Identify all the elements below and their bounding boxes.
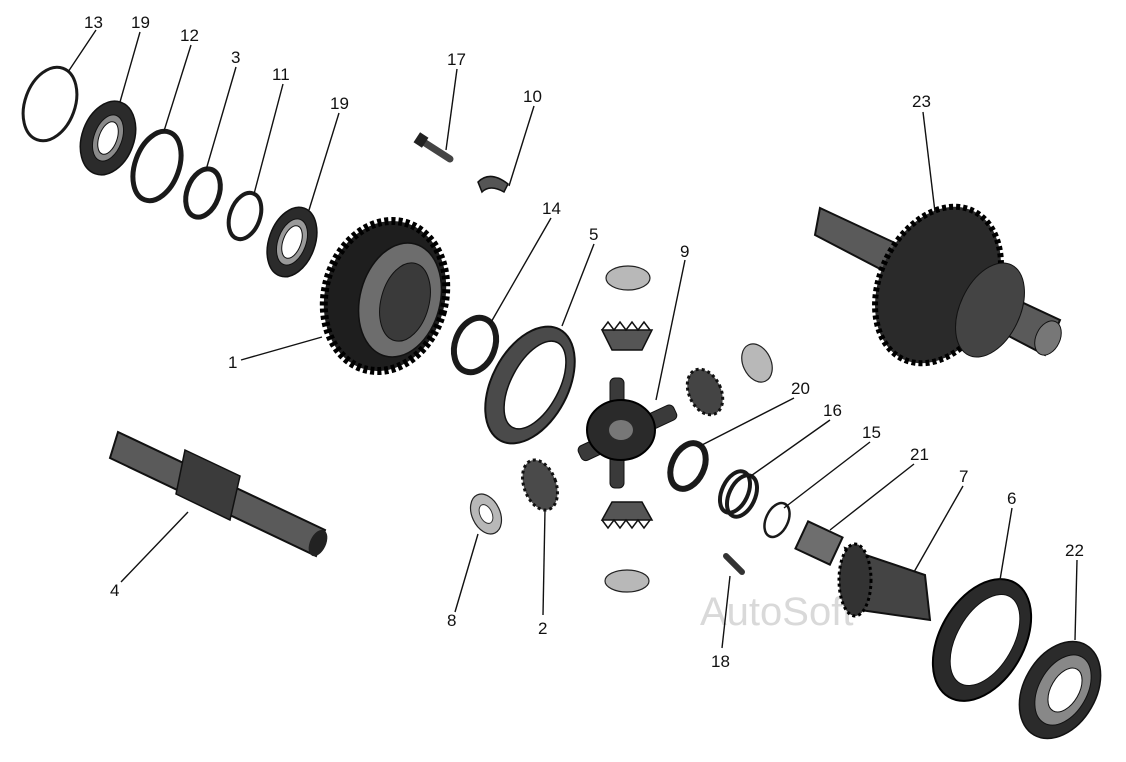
callout-8: 8: [447, 611, 456, 630]
pinion-gear-top: [600, 320, 654, 351]
callout-18: 18: [711, 652, 730, 671]
part-19-bearing-left: [79, 100, 137, 176]
callout-2: 2: [538, 619, 547, 638]
washer-bottom: [604, 569, 650, 593]
callout-1: 1: [228, 353, 237, 372]
part-4-shaft: [108, 430, 328, 558]
callout-4: 4: [110, 581, 119, 600]
part-6-cage-ring: [931, 578, 1033, 702]
leader-lines: [67, 29, 1078, 649]
part-23-assembly: [813, 203, 1062, 367]
callout-20: 20: [791, 379, 810, 398]
part-10-lock-plate: [477, 175, 509, 194]
pinion-gear-bottom: [600, 501, 654, 530]
part-16-spring: [717, 469, 760, 519]
part-15-thin-ring: [763, 501, 791, 539]
part-18-pin: [723, 553, 745, 575]
part-5-case-half: [484, 325, 576, 445]
callout-6: 6: [1007, 489, 1016, 508]
part-1-ring-gear: [319, 216, 451, 376]
callout-labels: 13 19 12 3 11 19 1 17 10 14 5 9 23 20 16…: [84, 13, 1084, 671]
part-8-thrust-washer: [469, 493, 503, 535]
callout-10: 10: [523, 87, 542, 106]
part-13-snap-ring: [21, 65, 79, 143]
callout-3: 3: [231, 48, 240, 67]
callout-19-left: 19: [131, 13, 150, 32]
washer-top: [605, 265, 651, 291]
part-14-ring: [450, 314, 500, 376]
callout-12: 12: [180, 26, 199, 45]
callout-7: 7: [959, 467, 968, 486]
part-22-bearing: [1018, 640, 1102, 740]
part-17-bolt: [413, 132, 454, 163]
callout-11: 11: [272, 65, 290, 84]
watermark: AutoSoft: [700, 590, 853, 634]
part-7-gear-hub: [837, 542, 932, 622]
part-2-side-gear: [521, 458, 559, 512]
callout-17: 17: [447, 50, 466, 69]
part-20-ring: [667, 440, 709, 492]
callout-22: 22: [1065, 541, 1084, 560]
callout-9: 9: [680, 242, 689, 261]
callout-16: 16: [823, 401, 842, 420]
part-21-needle-bearing: [794, 520, 844, 566]
part-3-ring: [183, 166, 223, 220]
callout-23: 23: [912, 92, 931, 111]
part-19-bearing-right: [266, 206, 318, 278]
callout-13: 13: [84, 13, 103, 32]
callout-21: 21: [910, 445, 929, 464]
part-11-ring: [226, 190, 264, 242]
washer-right-small: [741, 343, 773, 383]
callout-5: 5: [589, 225, 598, 244]
part-12-ring: [130, 128, 184, 204]
callout-14: 14: [542, 199, 561, 218]
pinion-gear-right: [685, 367, 725, 417]
callout-15: 15: [862, 423, 881, 442]
part-9-spider: [577, 377, 678, 489]
callout-19-right: 19: [330, 94, 349, 113]
